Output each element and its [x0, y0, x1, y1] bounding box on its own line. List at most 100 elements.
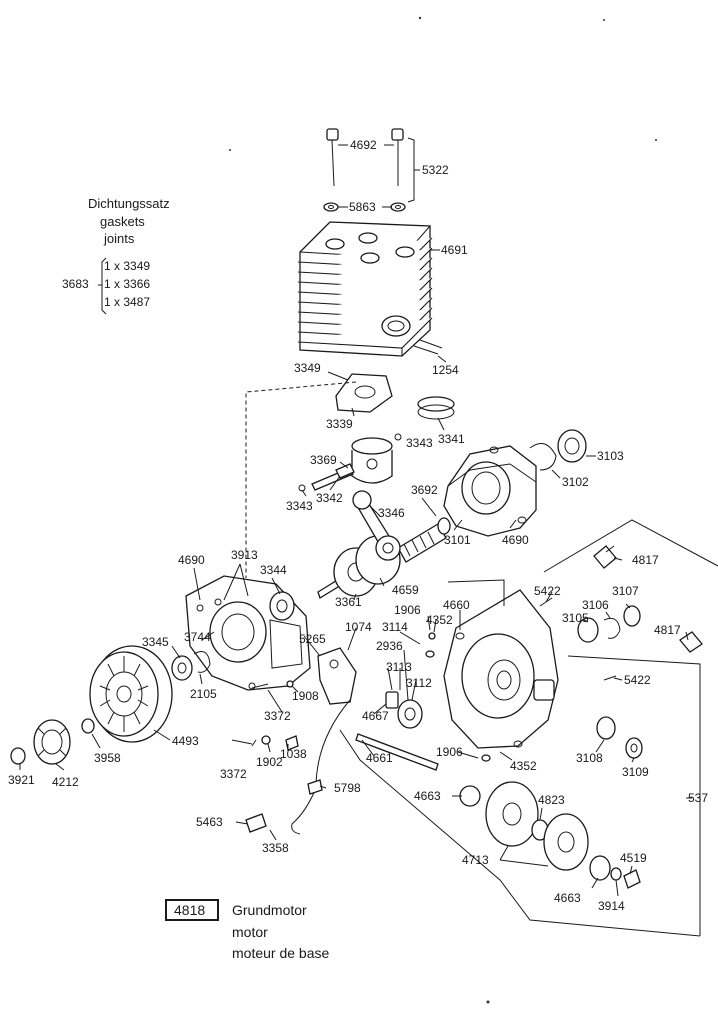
pinion-gear: [385, 691, 423, 729]
small-circlip: [603, 617, 621, 639]
gasket-header-fr: joints: [103, 231, 135, 246]
part-label: 3101: [444, 533, 471, 547]
needle-cage: [577, 617, 599, 643]
part-label: 4660: [443, 598, 470, 612]
part-callouts: 4692 5322 5863 4691 3349 1254 3339 3343 …: [8, 138, 708, 913]
left-seal-inner: [177, 662, 187, 674]
scan-specks: [229, 16, 657, 1004]
part-label: 5422: [534, 584, 561, 598]
part-label: 3112: [406, 676, 432, 690]
part-label: 1038: [280, 747, 307, 761]
washer-3109: [625, 737, 643, 759]
connector-lower: [679, 631, 703, 653]
circlip-lower: [298, 484, 306, 492]
part-label: 3108: [576, 751, 603, 765]
part-label: 4713: [462, 853, 489, 867]
part-label: 3106: [582, 598, 609, 612]
shaft-seal-inner: [564, 437, 580, 455]
caption-number-box: [165, 899, 219, 921]
flywheel-washer: [81, 718, 95, 734]
gasket-item: 1 x 3487: [104, 295, 150, 309]
cylinder-gasket: [335, 373, 393, 413]
part-label: 5798: [334, 781, 361, 795]
left-seal: [171, 655, 193, 681]
part-label: 4519: [620, 851, 647, 865]
caption-fr: moteur de base: [232, 945, 329, 961]
part-label: 4690: [178, 553, 205, 567]
main-bearing-inner: [276, 599, 288, 613]
part-label: 3107: [612, 584, 639, 598]
part-label: 3113: [386, 660, 412, 674]
part-label: 3921: [8, 773, 35, 787]
part-label: 3114: [382, 620, 408, 634]
part-label: 3358: [262, 841, 289, 855]
part-label: 3958: [94, 751, 121, 765]
starter-cup: [33, 719, 71, 765]
part-label: 5422: [624, 673, 651, 687]
part-label: 4690: [502, 533, 529, 547]
part-label: 2936: [376, 639, 403, 653]
exhaust-studs: [413, 339, 443, 355]
part-label: 3913: [231, 548, 258, 562]
caption-en: motor: [232, 924, 268, 940]
circlip: [394, 433, 402, 441]
spring-lower: [589, 855, 611, 881]
part-label: 4493: [172, 734, 199, 748]
part-label: 4212: [52, 775, 79, 789]
flywheel: [89, 645, 173, 743]
part-label: 4352: [510, 759, 537, 773]
part-label: 4659: [392, 583, 419, 597]
part-label: 3103: [597, 449, 624, 463]
part-label: 3109: [622, 765, 649, 779]
crankshaft: [317, 517, 451, 599]
part-label: 4692: [350, 138, 377, 152]
part-label: 4817: [632, 553, 659, 567]
connector-upper: [593, 545, 617, 569]
flywheel-nut: [10, 747, 26, 765]
part-label: 3342: [316, 491, 343, 505]
figure-caption: 4818 Grundmotor motor moteur de base: [165, 899, 329, 961]
washer-3109-hole: [630, 743, 638, 753]
washer-3914: [610, 867, 622, 881]
gasket-header-de: Dichtungssatz: [88, 196, 170, 211]
part-label: 3744: [184, 630, 211, 644]
seal-3107: [623, 605, 641, 627]
part-label: 537: [688, 791, 708, 805]
caption-de: Grundmotor: [232, 902, 307, 918]
cylinder: [297, 221, 433, 357]
part-label: 5463: [196, 815, 223, 829]
part-label: 4663: [554, 891, 581, 905]
part-label: 3343: [286, 499, 313, 513]
part-label: 3102: [562, 475, 589, 489]
gasket-set-number: 3683: [62, 277, 89, 291]
ignition-module: [317, 647, 357, 705]
part-label: 3361: [335, 595, 362, 609]
part-label: 1906: [436, 745, 463, 759]
part-label: 3345: [142, 635, 169, 649]
ignition-wire: [245, 699, 351, 835]
small-screws: [231, 597, 617, 762]
piston-rings: [417, 396, 455, 420]
part-label: 3341: [438, 432, 465, 446]
part-label: 4661: [366, 751, 393, 765]
part-label: 4823: [538, 793, 565, 807]
assembly-outlines: [245, 381, 718, 937]
main-bearing: [269, 591, 295, 621]
crankcase-right: [443, 445, 537, 537]
washer-3108: [596, 716, 616, 740]
clutch-cover: [443, 589, 559, 749]
part-label: 3339: [326, 417, 353, 431]
shaft-seal: [557, 429, 587, 463]
bolt-4519: [623, 869, 641, 889]
part-label: 1906: [394, 603, 421, 617]
part-label: 5322: [422, 163, 449, 177]
part-label: 3372: [220, 767, 247, 781]
part-label: 1074: [345, 620, 372, 634]
part-label: 4691: [441, 243, 468, 257]
part-label: 5863: [349, 200, 376, 214]
retaining-ring: [529, 443, 557, 471]
piston: [351, 437, 393, 484]
part-label: 2105: [190, 687, 217, 701]
leader-lines: [19, 137, 689, 897]
gasket-item: 1 x 3349: [104, 259, 150, 273]
